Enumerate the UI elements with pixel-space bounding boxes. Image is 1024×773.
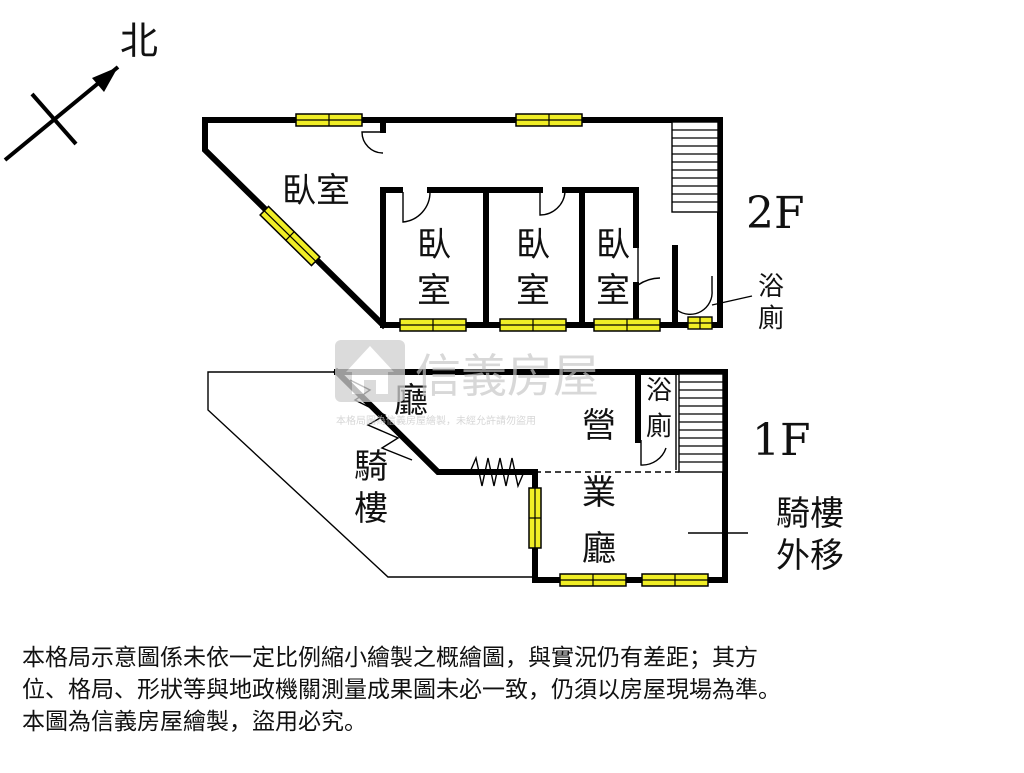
2f-bedroom-main-label: 臥室: [282, 171, 350, 211]
1f-business-hall-label-2: 業: [582, 473, 616, 513]
2f-floor-label: 2F: [746, 188, 805, 239]
2f-window-bottom-1: [399, 318, 467, 332]
2f-bedroom-3-label-top: 臥: [596, 225, 630, 265]
1f-bathroom-label-top: 浴: [646, 376, 672, 406]
watermark-notice: 本格局圖為信義房屋繪製，未經允許請勿盜用: [336, 414, 536, 427]
1f-stair: [678, 373, 724, 473]
1f-stair-treads: [679, 381, 723, 463]
1f-business-hall-label-1: 營: [582, 406, 616, 446]
floor-2f-plan: 臥室 臥 室 臥 室 臥 室 浴 廁 2F: [202, 113, 805, 334]
2f-bedroom-2-label-top: 臥: [516, 225, 550, 265]
2f-window-top-mid: [515, 113, 583, 127]
1f-floor-label: 1F: [752, 415, 811, 466]
disclaimer-line-1: 本格局示意圖係未依一定比例縮小繪製之概繪圖，與實況仍有差距；其方: [22, 645, 758, 671]
1f-arcade-outline: [207, 371, 535, 578]
2f-stair-treads: [672, 129, 718, 203]
watermark-logo-icon: [335, 340, 405, 402]
2f-window-diagonal: [259, 205, 321, 267]
floor-1f-plan: 廳 騎 樓 浴 廁 營 業 廳 騎樓 外移 1F: [207, 367, 844, 587]
1f-zigzag-symbol: [469, 455, 525, 489]
1f-arcade-label-top: 騎: [354, 447, 388, 487]
2f-bedroom-2-label-bottom: 室: [516, 271, 550, 311]
watermark: 信義房屋 本格局圖為信義房屋繪製，未經允許請勿盜用: [335, 340, 599, 427]
2f-stair: [671, 121, 719, 213]
1f-window-bottom-1: [559, 573, 627, 587]
disclaimer-line-2: 位、格局、形狀等與地政機關測量成果圖未必一致，仍須以房屋現場為準。: [22, 677, 781, 703]
2f-window-bottom-2: [499, 318, 567, 332]
2f-doors: [361, 131, 713, 316]
2f-outer-wall: [202, 117, 723, 330]
2f-window-bottom-3: [593, 318, 661, 332]
disclaimer: 本格局示意圖係未依一定比例縮小繪製之概繪圖，與實況仍有差距；其方 位、格局、形狀…: [22, 642, 1012, 738]
1f-bathroom-label-bottom: 廁: [646, 412, 672, 442]
1f-arcade-label-bottom: 樓: [354, 489, 388, 529]
1f-business-hall-label-3: 廳: [582, 529, 616, 569]
2f-bedroom-3-label-bottom: 室: [596, 271, 630, 311]
1f-main-wall: [332, 367, 728, 583]
disclaimer-line-3: 本圖為信義房屋繪製，盜用必究。: [22, 709, 367, 735]
1f-window-bottom-2: [641, 573, 709, 587]
north-compass-icon: [3, 65, 120, 162]
1f-arcade-moved-label-1: 騎樓: [776, 494, 844, 534]
1f-arcade-moved-label-2: 外移: [776, 536, 844, 576]
2f-bedroom-1-label-top: 臥: [417, 225, 451, 265]
2f-window-top-left: [295, 113, 363, 127]
north-label: 北: [120, 19, 158, 63]
2f-bedroom-1-label-bottom: 室: [417, 271, 451, 311]
1f-bath-door: [640, 440, 667, 466]
2f-bathroom-label-top: 浴: [758, 272, 784, 302]
watermark-brand: 信義房屋: [415, 349, 599, 403]
2f-bathroom-label-bottom: 廁: [758, 304, 784, 334]
2f-bath-leader: [711, 295, 753, 306]
1f-window-left: [528, 487, 542, 549]
